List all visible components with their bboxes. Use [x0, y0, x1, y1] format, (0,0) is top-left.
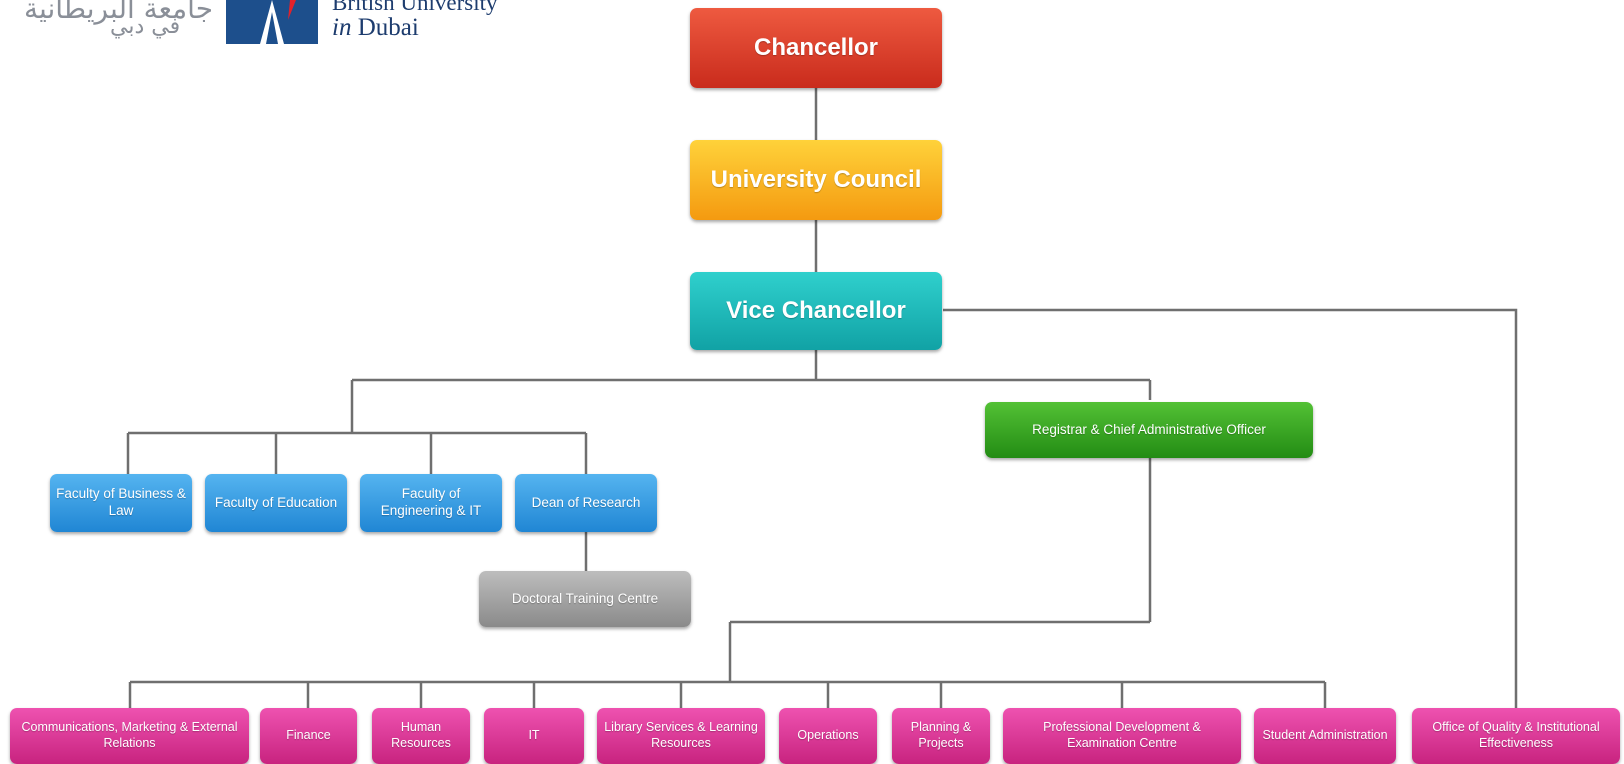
- university-council-box: University Council: [690, 140, 942, 220]
- chancellor-box: Chancellor: [690, 8, 942, 88]
- faculty-education-box: Faculty of Education: [205, 474, 347, 532]
- dept-it-box: IT: [484, 708, 584, 764]
- logo-arabic-line2: في دبي: [110, 14, 181, 39]
- logo-name-line2: in Dubai: [332, 14, 419, 42]
- dept-planning-projects-box: Planning & Projects: [892, 708, 990, 764]
- doctoral-training-centre-box: Doctoral Training Centre: [479, 571, 691, 627]
- logo-name-city: Dubai: [357, 14, 419, 41]
- dept-human-resources-box: Human Resources: [372, 708, 470, 764]
- logo-name-line1: British University: [332, 0, 498, 15]
- dept-library-box: Library Services & Learning Resources: [597, 708, 765, 764]
- vice-chancellor-box: Vice Chancellor: [690, 272, 942, 350]
- dean-of-research-box: Dean of Research: [515, 474, 657, 532]
- logo-emblem-icon: [226, 0, 318, 44]
- connector: [943, 308, 1518, 708]
- logo-name-prefix: in: [332, 14, 352, 41]
- dept-operations-box: Operations: [779, 708, 877, 764]
- registrar-box: Registrar & Chief Administrative Officer: [985, 402, 1313, 458]
- faculty-business-law-box: Faculty of Business & Law: [50, 474, 192, 532]
- dept-communications-box: Communications, Marketing & External Rel…: [10, 708, 249, 764]
- office-of-quality-box: Office of Quality & Institutional Effect…: [1412, 708, 1620, 764]
- dept-professional-development-box: Professional Development & Examination C…: [1003, 708, 1241, 764]
- dept-student-administration-box: Student Administration: [1254, 708, 1396, 764]
- university-logo: جامعة البريطانية في دبي British Universi…: [0, 0, 560, 48]
- logo-arabic-line1: جامعة البريطانية: [24, 0, 214, 25]
- dept-finance-box: Finance: [260, 708, 357, 764]
- faculty-engineering-it-box: Faculty of Engineering & IT: [360, 474, 502, 532]
